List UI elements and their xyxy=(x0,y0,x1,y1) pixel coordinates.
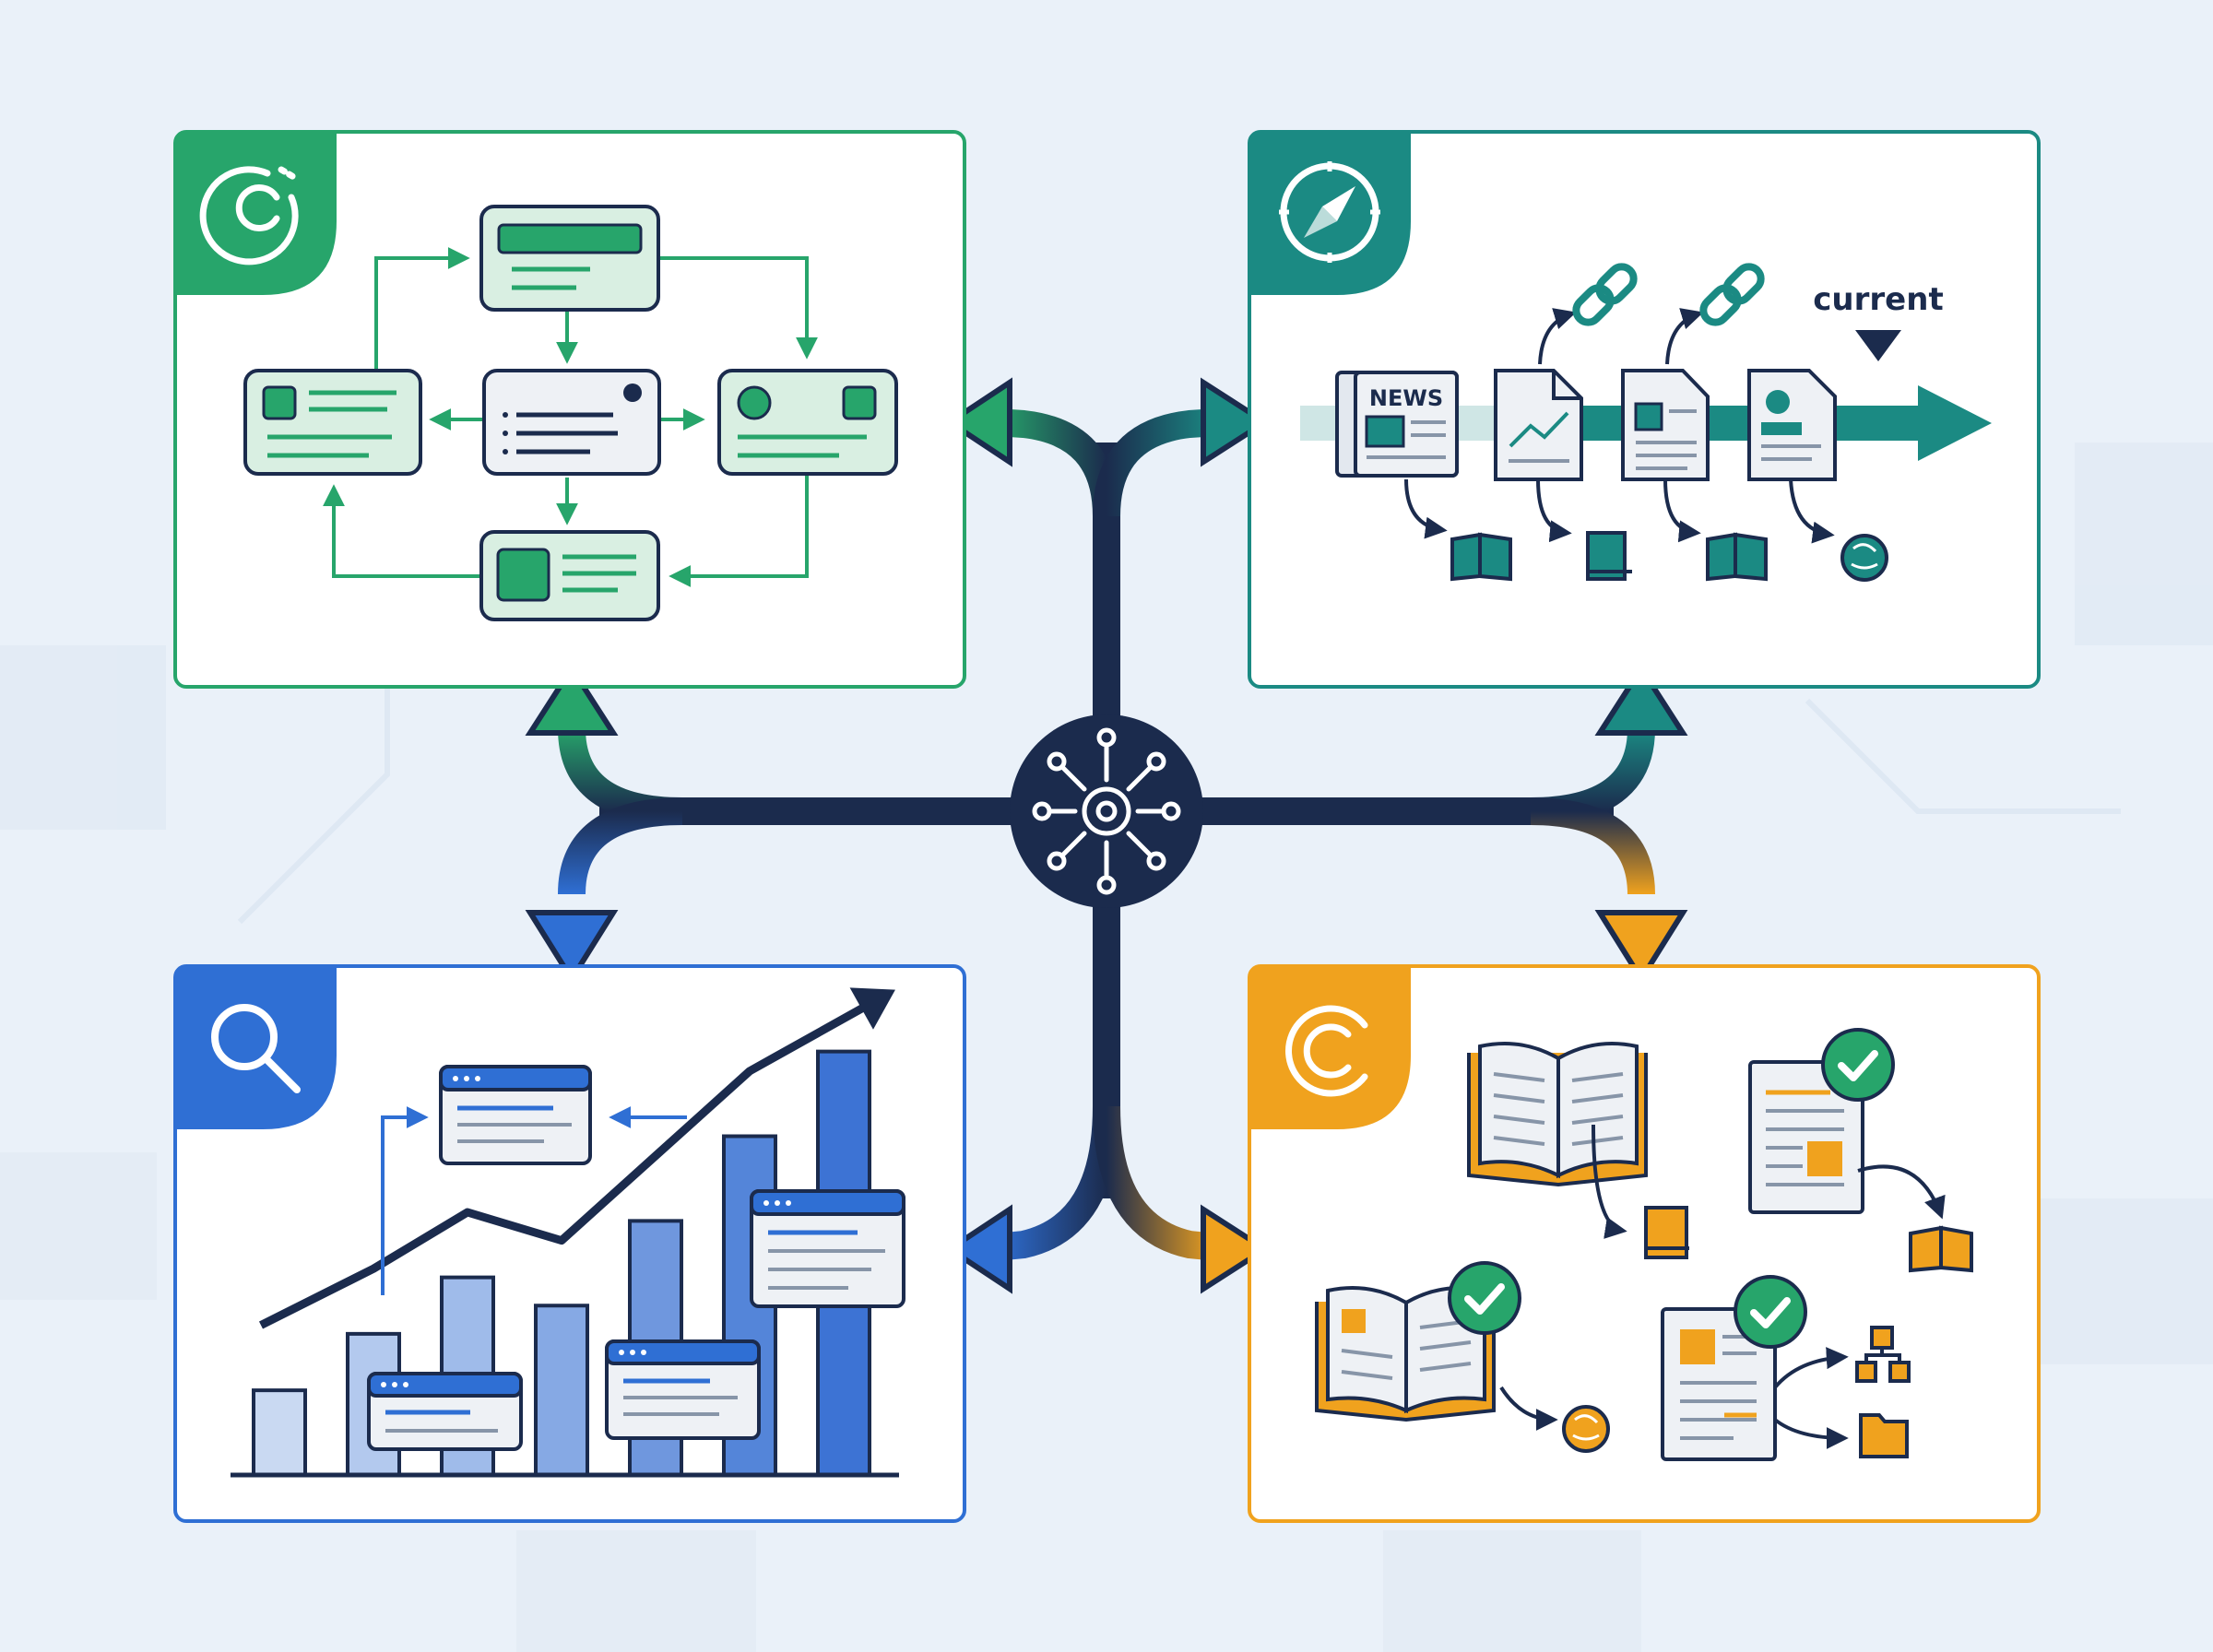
verified-document xyxy=(1661,1307,1777,1461)
folder-icon xyxy=(1859,1413,1909,1458)
check-badge-icon xyxy=(1448,1261,1521,1335)
cycle-icon xyxy=(199,166,301,266)
link-icon xyxy=(1699,263,1765,326)
open-book xyxy=(1467,1041,1648,1187)
arrow-to-search-side xyxy=(944,1204,1012,1294)
library-connector xyxy=(1857,1164,1946,1220)
compass-icon xyxy=(1279,161,1380,263)
hub-node xyxy=(1010,714,1203,908)
profile-document xyxy=(1747,369,1837,481)
arrow-down-library xyxy=(1594,910,1688,985)
panel-library xyxy=(1248,964,2041,1523)
workflow-card-right xyxy=(717,369,898,476)
panel-search-badge xyxy=(175,966,337,1129)
panel-workflow xyxy=(173,130,966,689)
panel-search xyxy=(173,964,966,1523)
background-decoration xyxy=(0,442,2213,1652)
branch-to-library xyxy=(1093,1105,1219,1261)
book-closed-icon xyxy=(1644,1206,1689,1259)
news-document: NEWS xyxy=(1335,371,1459,478)
spur-down-library xyxy=(1530,797,1655,895)
network-gear-icon xyxy=(1032,727,1181,895)
trend-arrowhead xyxy=(849,987,895,1030)
book-open-icon xyxy=(1450,532,1512,582)
source-icons xyxy=(1404,478,1888,582)
brain-icon xyxy=(1840,534,1888,582)
bar-1 xyxy=(252,1388,307,1477)
workflow-card-left xyxy=(243,369,422,476)
panel-timeline: current NEWS xyxy=(1248,130,2041,689)
article-document xyxy=(1621,369,1710,481)
library-connector xyxy=(1773,1418,1849,1449)
arrow-up-workflow xyxy=(525,663,619,736)
open-book-small xyxy=(1315,1285,1496,1422)
spur-down-search xyxy=(558,797,683,895)
workflow-card-top xyxy=(479,205,660,312)
copyright-icon xyxy=(1285,1005,1368,1097)
verified-document xyxy=(1748,1060,1864,1214)
arrow-to-library-side xyxy=(1201,1204,1271,1294)
result-window xyxy=(367,1372,523,1451)
arrow-to-timeline-side xyxy=(1201,377,1271,467)
book-closed-icon xyxy=(1586,531,1632,581)
arrow-to-workflow-side xyxy=(944,377,1012,467)
check-badge-icon xyxy=(1734,1275,1807,1349)
arrow-down-search xyxy=(525,910,619,985)
library-connector xyxy=(1773,1347,1849,1389)
trend-line xyxy=(258,997,879,1329)
current-label: current xyxy=(1813,281,1943,318)
link-icon xyxy=(1572,263,1638,326)
result-window xyxy=(439,1065,592,1165)
link-icons xyxy=(1538,263,1765,365)
branch-to-timeline xyxy=(1093,408,1218,517)
chart-document xyxy=(1494,369,1583,481)
arrow-up-timeline xyxy=(1594,663,1688,736)
library-connector xyxy=(1499,1386,1558,1431)
workflow-card-bottom xyxy=(479,530,660,621)
connector-network xyxy=(525,377,1688,1294)
current-marker xyxy=(1855,330,1901,361)
result-window xyxy=(605,1339,761,1440)
news-label: NEWS xyxy=(1369,385,1443,411)
check-badge-icon xyxy=(1821,1028,1895,1102)
timeline-progress xyxy=(1531,406,1927,441)
search-connector xyxy=(381,1106,429,1295)
timeline-arrowhead xyxy=(1918,385,1992,461)
result-window xyxy=(750,1189,905,1308)
bar-4 xyxy=(534,1304,589,1477)
panel-library-badge xyxy=(1249,966,1411,1129)
brain-icon xyxy=(1562,1405,1610,1453)
workflow-connectors xyxy=(323,247,818,587)
library-connector xyxy=(1592,1124,1627,1239)
book-open-icon xyxy=(1706,532,1768,582)
workflow-card-center xyxy=(482,369,661,476)
panel-workflow-badge xyxy=(175,132,337,295)
book-open-icon xyxy=(1909,1225,1973,1273)
search-icon xyxy=(211,1004,301,1093)
hierarchy-icon xyxy=(1855,1326,1911,1383)
